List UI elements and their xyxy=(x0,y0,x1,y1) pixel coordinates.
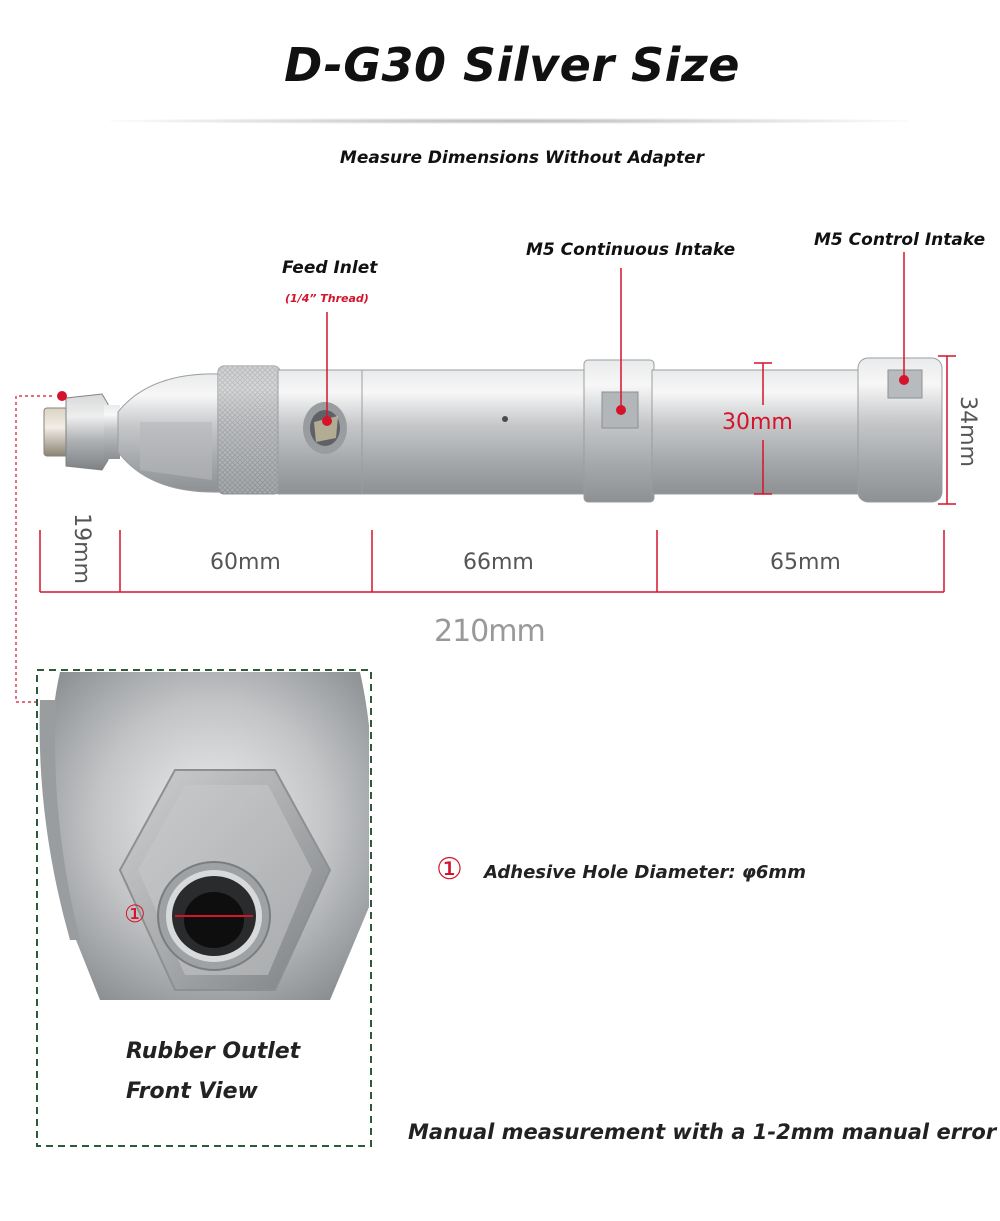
m5-control-intake-label: M5 Control Intake xyxy=(814,230,986,250)
feed-inlet-label: Feed Inlet xyxy=(282,258,378,278)
detail-caption-line2: Front View xyxy=(126,1079,258,1104)
segment-1-length: 60mm xyxy=(210,550,281,575)
continuous-intake-marker-dot xyxy=(616,405,626,415)
detail-marker-in-photo: ① xyxy=(124,900,146,928)
adhesive-hole-label: Adhesive Hole Diameter: φ6mm xyxy=(484,862,806,883)
measurement-disclaimer: Manual measurement with a 1-2mm manual e… xyxy=(408,1120,997,1144)
feed-inlet-marker-dot xyxy=(322,416,332,426)
feed-inlet-thread-label: (1/4” Thread) xyxy=(285,292,369,305)
outer-diameter-value: 34mm xyxy=(954,396,980,467)
inner-diameter-line xyxy=(754,362,772,495)
rear-tube xyxy=(651,369,863,495)
control-intake-marker-dot xyxy=(899,375,909,385)
detail-frame xyxy=(36,669,372,1147)
nozzle-fitting xyxy=(43,393,120,471)
inner-diameter-value: 30mm xyxy=(722,410,793,435)
total-length-value: 210mm xyxy=(434,614,546,649)
page-title: D-G30 Silver Size xyxy=(284,38,740,92)
m5-continuous-intake-label: M5 Continuous Intake xyxy=(526,240,736,260)
length-dimension-bracket xyxy=(39,530,945,593)
adhesive-hole-marker: ① xyxy=(436,852,463,887)
nozzle-marker-dot xyxy=(57,391,67,401)
rubber-outlet-front-view xyxy=(39,672,369,1144)
middle-tube xyxy=(361,369,587,495)
nozzle-length-value: 19mm xyxy=(68,513,94,584)
outer-diameter-line xyxy=(938,355,956,505)
segment-3-length: 65mm xyxy=(770,550,841,575)
page-subtitle: Measure Dimensions Without Adapter xyxy=(339,148,705,168)
detail-connector-line xyxy=(15,395,52,703)
segment-2-length: 66mm xyxy=(463,550,534,575)
detail-caption-line1: Rubber Outlet xyxy=(126,1039,301,1064)
continuous-intake-collar xyxy=(583,359,655,503)
title-divider xyxy=(110,118,910,124)
